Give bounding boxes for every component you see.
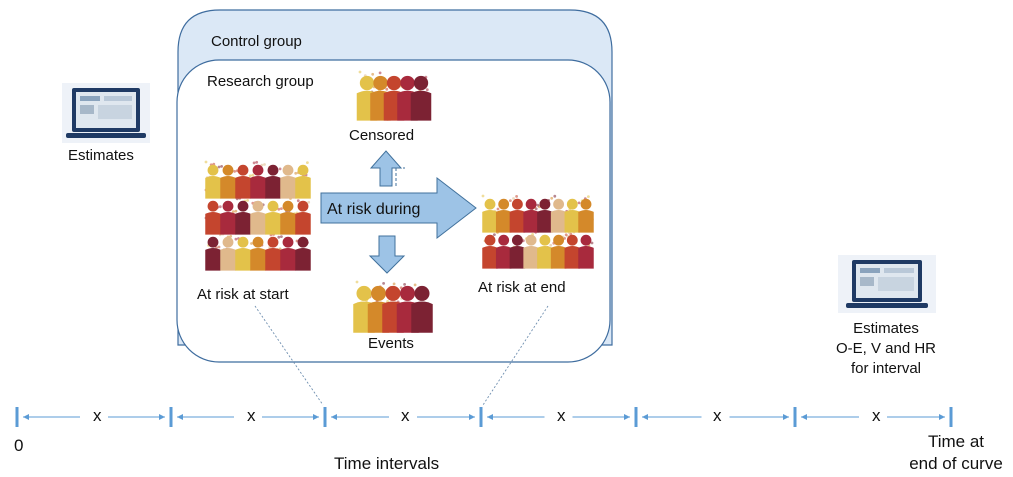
censored-label: Censored — [349, 127, 415, 144]
arrow-left-icon — [642, 414, 648, 420]
crowd-icon — [353, 280, 433, 333]
crowd-icon — [356, 70, 432, 121]
end-of-curve-line-2: end of curve — [909, 454, 1003, 473]
arrow-right-small-icon — [159, 414, 165, 420]
arrow-left-icon — [23, 414, 29, 420]
arrow-right-small-icon — [624, 414, 630, 420]
estimates-right-line-1: Estimates — [853, 320, 919, 337]
crowd-layer — [204, 70, 594, 333]
time-intervals-label: Time intervals — [334, 454, 440, 473]
estimates-right-line-3: for interval — [850, 360, 922, 377]
arrow-left-icon — [331, 414, 337, 420]
interval-mark: x — [401, 406, 410, 425]
laptop-icon — [838, 255, 936, 313]
arrow-right-small-icon — [783, 414, 789, 420]
crowd-icon — [481, 194, 594, 269]
research-group-label: Research group — [207, 73, 314, 90]
arrow-left-icon — [177, 414, 183, 420]
at-risk-during-label: At risk during — [327, 201, 421, 218]
crowd-icon — [204, 160, 311, 271]
arrow-right-small-icon — [469, 414, 475, 420]
end-of-curve-label: Time at end of curve — [904, 431, 1008, 475]
interval-mark: x — [557, 406, 566, 425]
arrow-up-icon — [369, 150, 405, 187]
timeline-zero-label: 0 — [14, 436, 24, 455]
arrow-right-small-icon — [939, 414, 945, 420]
interval-mark: x — [247, 406, 256, 425]
estimates-right-block: Estimates O-E, V and HR for interval — [820, 319, 952, 379]
estimates-left-label: Estimates — [68, 147, 134, 164]
interval-mark: x — [872, 406, 881, 425]
end-of-curve-line-1: Time at — [927, 432, 985, 451]
laptop-icon — [62, 83, 150, 143]
at-risk-start-label: At risk at start — [197, 286, 289, 303]
arrow-left-icon — [801, 414, 807, 420]
arrow-right-icon — [320, 176, 477, 240]
arrow-left-icon — [487, 414, 493, 420]
interval-mark: x — [93, 406, 102, 425]
interval-mark: x — [713, 406, 722, 425]
timeline — [15, 407, 953, 427]
connector-start — [254, 305, 324, 406]
control-group-label: Control group — [211, 33, 302, 50]
events-label: Events — [368, 335, 414, 352]
arrow-down-icon — [368, 235, 406, 274]
arrow-right-small-icon — [313, 414, 319, 420]
at-risk-end-label: At risk at end — [478, 279, 566, 296]
estimates-right-line-2: O-E, V and HR — [835, 340, 937, 357]
